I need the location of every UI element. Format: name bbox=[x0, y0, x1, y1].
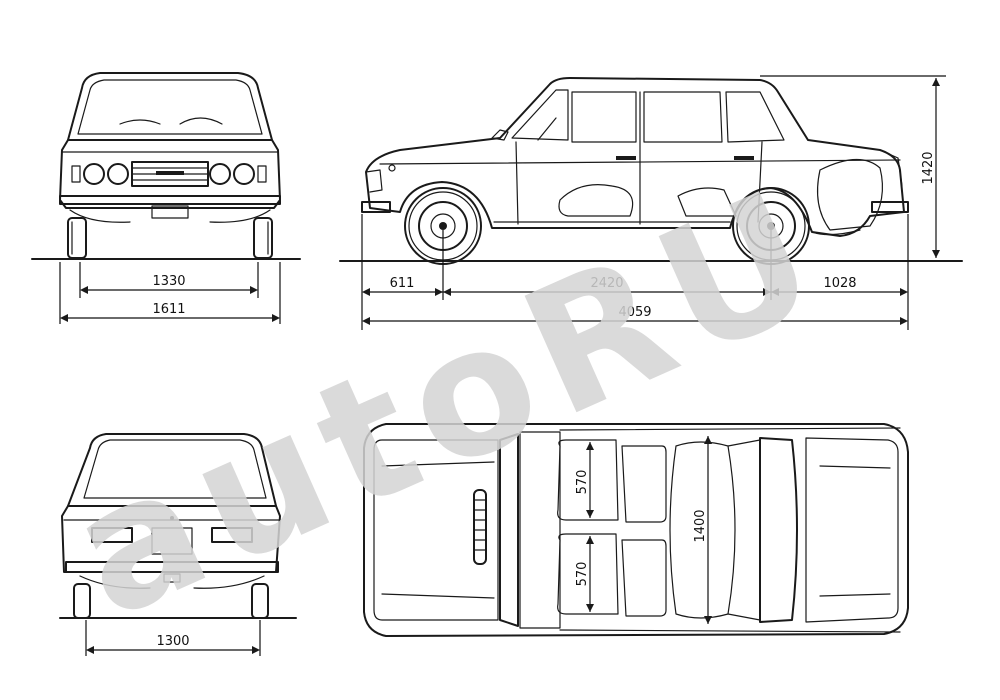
front-track-dimension: 1330 bbox=[79, 262, 259, 298]
rear-view bbox=[61, 433, 281, 619]
height-label: 1420 bbox=[921, 151, 936, 184]
height-dimension: 1420 bbox=[760, 75, 946, 258]
rear-track-dimension: 1300 bbox=[85, 620, 261, 656]
length-dimensions: 611 2420 1028 4059 bbox=[361, 214, 909, 330]
overall-length-label: 4059 bbox=[618, 305, 651, 320]
rear-seat-depth-label: 570 bbox=[575, 562, 590, 587]
front-seat-dimension: 570 bbox=[575, 442, 594, 518]
wheelbase-label: 2420 bbox=[590, 276, 623, 291]
rear-seat-dimension: 570 bbox=[575, 536, 594, 612]
rear-track-label: 1300 bbox=[156, 634, 189, 649]
front-overhang-label: 611 bbox=[390, 276, 415, 291]
interior-width-label: 1400 bbox=[693, 509, 708, 542]
interior-width-dimension: 1400 bbox=[693, 436, 712, 624]
front-view bbox=[59, 72, 281, 259]
side-view bbox=[361, 77, 909, 265]
top-view bbox=[363, 423, 909, 637]
front-track-label: 1330 bbox=[152, 274, 185, 289]
front-seat-depth-label: 570 bbox=[575, 470, 590, 495]
rear-overhang-label: 1028 bbox=[823, 276, 856, 291]
overall-width-dimension: 1611 bbox=[59, 262, 281, 324]
overall-width-label: 1611 bbox=[152, 302, 185, 317]
